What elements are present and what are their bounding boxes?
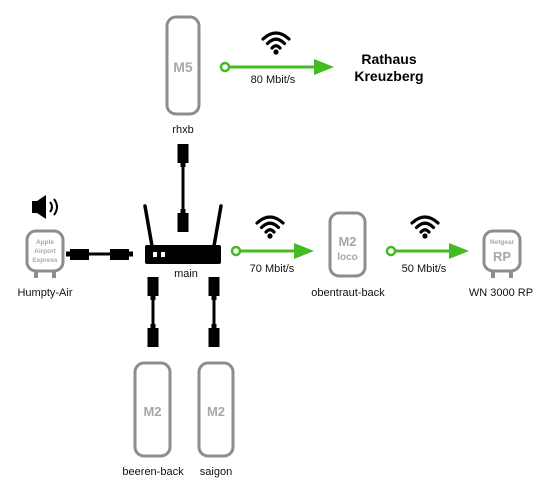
repeater-device-name: WN 3000 RP [469, 287, 533, 299]
wireless-link-top [219, 59, 334, 75]
wireless-link-mid [230, 243, 314, 259]
m2-beeren-device-name: beeren-back [122, 466, 184, 478]
ethernet-plug-icon [177, 144, 189, 167]
ethernet-cable-bottom-right [208, 277, 220, 347]
netgear-repeater-device[interactable]: Netgear RP [482, 229, 522, 278]
ethernet-plug-icon [147, 324, 159, 347]
ethernet-plug-icon [110, 249, 129, 260]
ethernet-plug-icon [70, 249, 89, 260]
airport-label-line2: Airport [34, 248, 57, 255]
ethernet-plug-icon [177, 209, 189, 232]
wireless-link-right [385, 243, 469, 259]
airport-label-line3: Express [32, 257, 58, 264]
m5-device-name: rhxb [172, 124, 193, 136]
ethernet-cable-top [177, 144, 189, 232]
m2-loco-sub-label: loco [337, 252, 358, 263]
m2-loco-device[interactable]: M2 loco [328, 211, 367, 278]
repeater-brand-label: Netgear [490, 239, 515, 246]
airport-label-line1: Apple [36, 239, 54, 246]
link-speed-mid: 70 Mbit/s [250, 263, 295, 275]
airport-express-device[interactable]: Apple Airport Express [25, 229, 65, 278]
m2-loco-model-label: M2 [338, 234, 356, 249]
router-name: main [174, 268, 198, 280]
wifi-icon [261, 31, 291, 57]
m2-saigon-device-name: saigon [200, 466, 232, 478]
ethernet-cable-bottom-left [147, 277, 159, 347]
wifi-icon [410, 215, 440, 241]
link-speed-top: 80 Mbit/s [251, 74, 296, 86]
m5-device[interactable]: M5 [165, 15, 201, 116]
target-name-line2: Kreuzberg [354, 68, 423, 84]
ethernet-plug-icon [208, 324, 220, 347]
m2-loco-device-name: obentraut-back [311, 287, 385, 299]
ethernet-plug-icon [208, 277, 220, 300]
wifi-icon [255, 215, 285, 241]
link-speed-right: 50 Mbit/s [402, 263, 447, 275]
ethernet-plug-icon [147, 277, 159, 300]
speaker-icon [32, 195, 58, 219]
target-name-line1: Rathaus [361, 51, 416, 67]
airport-device-name: Humpty-Air [17, 287, 72, 299]
m2-beeren-device[interactable]: M2 [133, 361, 172, 458]
m2-saigon-model-label: M2 [207, 404, 225, 419]
router-icon[interactable] [143, 204, 223, 264]
repeater-model-label: RP [493, 249, 511, 264]
ethernet-cable-left [66, 249, 133, 260]
m2-beeren-model-label: M2 [143, 404, 161, 419]
m5-model-label: M5 [173, 59, 193, 75]
m2-saigon-device[interactable]: M2 [197, 361, 235, 458]
